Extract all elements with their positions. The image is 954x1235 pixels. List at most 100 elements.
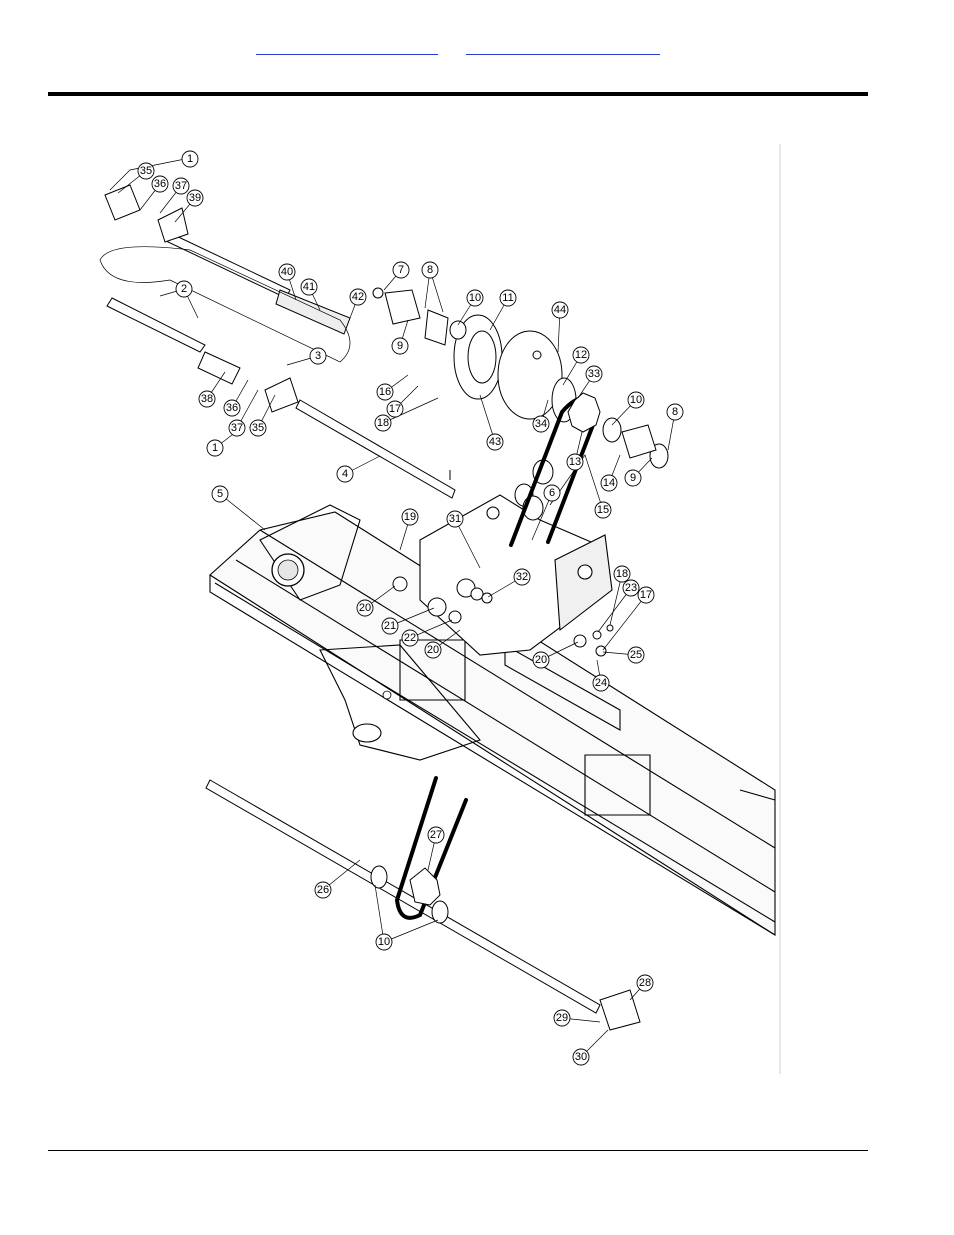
callout-label: 37	[175, 180, 187, 192]
callout-25: 25	[627, 646, 645, 664]
callout-label: 1	[212, 442, 218, 454]
callout-label: 11	[502, 292, 513, 304]
callout-15: 15	[594, 501, 612, 519]
callout-label: 36	[154, 178, 166, 190]
callout-label: 24	[595, 677, 607, 689]
callout-35: 35	[249, 419, 267, 437]
callout-42: 42	[349, 288, 367, 306]
callout-label: 37	[231, 422, 243, 434]
header-link-1[interactable]	[256, 40, 438, 55]
callout-label: 13	[569, 456, 581, 468]
callout-label: 44	[554, 304, 566, 316]
callout-label: 20	[359, 602, 371, 614]
callout-label: 40	[281, 266, 293, 278]
callout-17: 17	[386, 400, 404, 418]
callout-17: 17	[637, 586, 655, 604]
callout-label: 7	[398, 264, 404, 276]
callout-label: 21	[384, 620, 396, 632]
callout-14: 14	[600, 474, 618, 492]
callout-19: 19	[401, 508, 419, 526]
callout-2: 2	[175, 280, 193, 298]
callout-label: 1	[187, 153, 193, 165]
callout-label: 9	[630, 472, 636, 484]
callout-label: 10	[469, 292, 481, 304]
callout-label: 9	[397, 340, 403, 352]
callout-41: 41	[300, 278, 318, 296]
callout-7: 7	[392, 261, 410, 279]
callout-label: 15	[597, 504, 609, 516]
callout-12: 12	[572, 346, 590, 364]
callout-35: 35	[137, 162, 155, 180]
callout-label: 17	[389, 403, 401, 415]
callout-label: 33	[588, 368, 600, 380]
callout-13: 13	[566, 453, 584, 471]
callout-31: 31	[446, 510, 464, 528]
callout-label: 36	[226, 402, 238, 414]
callout-label: 25	[630, 649, 642, 661]
callout-11: 11	[499, 289, 517, 307]
callout-label: 28	[639, 977, 651, 989]
callout-16: 16	[376, 383, 394, 401]
pto-driveline-upper	[99, 184, 351, 413]
callout-36: 36	[151, 175, 169, 193]
callout-label: 3	[315, 350, 321, 362]
callout-label: 5	[217, 488, 223, 500]
callout-label: 43	[489, 436, 501, 448]
callout-label: 23	[625, 582, 637, 594]
callout-1: 1	[181, 150, 199, 168]
callout-6: 6	[543, 484, 561, 502]
callout-label: 35	[140, 165, 152, 177]
callout-40: 40	[278, 263, 296, 281]
callout-39: 39	[186, 189, 204, 207]
callout-18: 18	[613, 565, 631, 583]
callout-24: 24	[592, 674, 610, 692]
callout-label: 19	[404, 511, 416, 523]
callout-38: 38	[198, 390, 216, 408]
callout-label: 41	[303, 281, 315, 293]
callout-43: 43	[486, 433, 504, 451]
callout-label: 20	[535, 654, 547, 666]
clutch-assembly	[372, 287, 669, 521]
callout-label: 6	[549, 487, 555, 499]
callout-label: 34	[535, 418, 547, 430]
callout-label: 8	[427, 264, 433, 276]
callout-9: 9	[624, 469, 642, 487]
callout-8: 8	[421, 261, 439, 279]
callout-9: 9	[391, 337, 409, 355]
callout-label: 10	[630, 394, 642, 406]
callout-label: 14	[603, 477, 615, 489]
callout-26: 26	[314, 881, 332, 899]
callout-label: 18	[616, 568, 628, 580]
callout-20: 20	[424, 641, 442, 659]
callout-32: 32	[513, 568, 531, 586]
callout-29: 29	[553, 1009, 571, 1027]
callout-label: 10	[378, 936, 390, 948]
callout-37: 37	[228, 419, 246, 437]
callout-5: 5	[211, 485, 229, 503]
header-rule	[48, 92, 868, 96]
callout-18: 18	[374, 414, 392, 432]
callout-label: 32	[516, 571, 528, 583]
callout-label: 2	[181, 283, 187, 295]
callout-label: 39	[189, 192, 201, 204]
callout-label: 22	[404, 632, 416, 644]
callout-10: 10	[627, 391, 645, 409]
callout-label: 17	[640, 589, 652, 601]
callout-label: 20	[427, 644, 439, 656]
callout-label: 26	[317, 884, 329, 896]
callout-22: 22	[401, 629, 419, 647]
sprocket-27	[409, 867, 441, 906]
callout-label: 31	[449, 513, 461, 525]
callout-8: 8	[666, 403, 684, 421]
callout-10: 10	[375, 933, 393, 951]
callout-36: 36	[223, 399, 241, 417]
callout-label: 8	[672, 406, 678, 418]
header-link-2[interactable]	[466, 40, 660, 55]
callout-label: 27	[430, 829, 442, 841]
callout-21: 21	[381, 617, 399, 635]
callout-30: 30	[572, 1048, 590, 1066]
footer-rule	[48, 1150, 868, 1151]
callout-20: 20	[532, 651, 550, 669]
